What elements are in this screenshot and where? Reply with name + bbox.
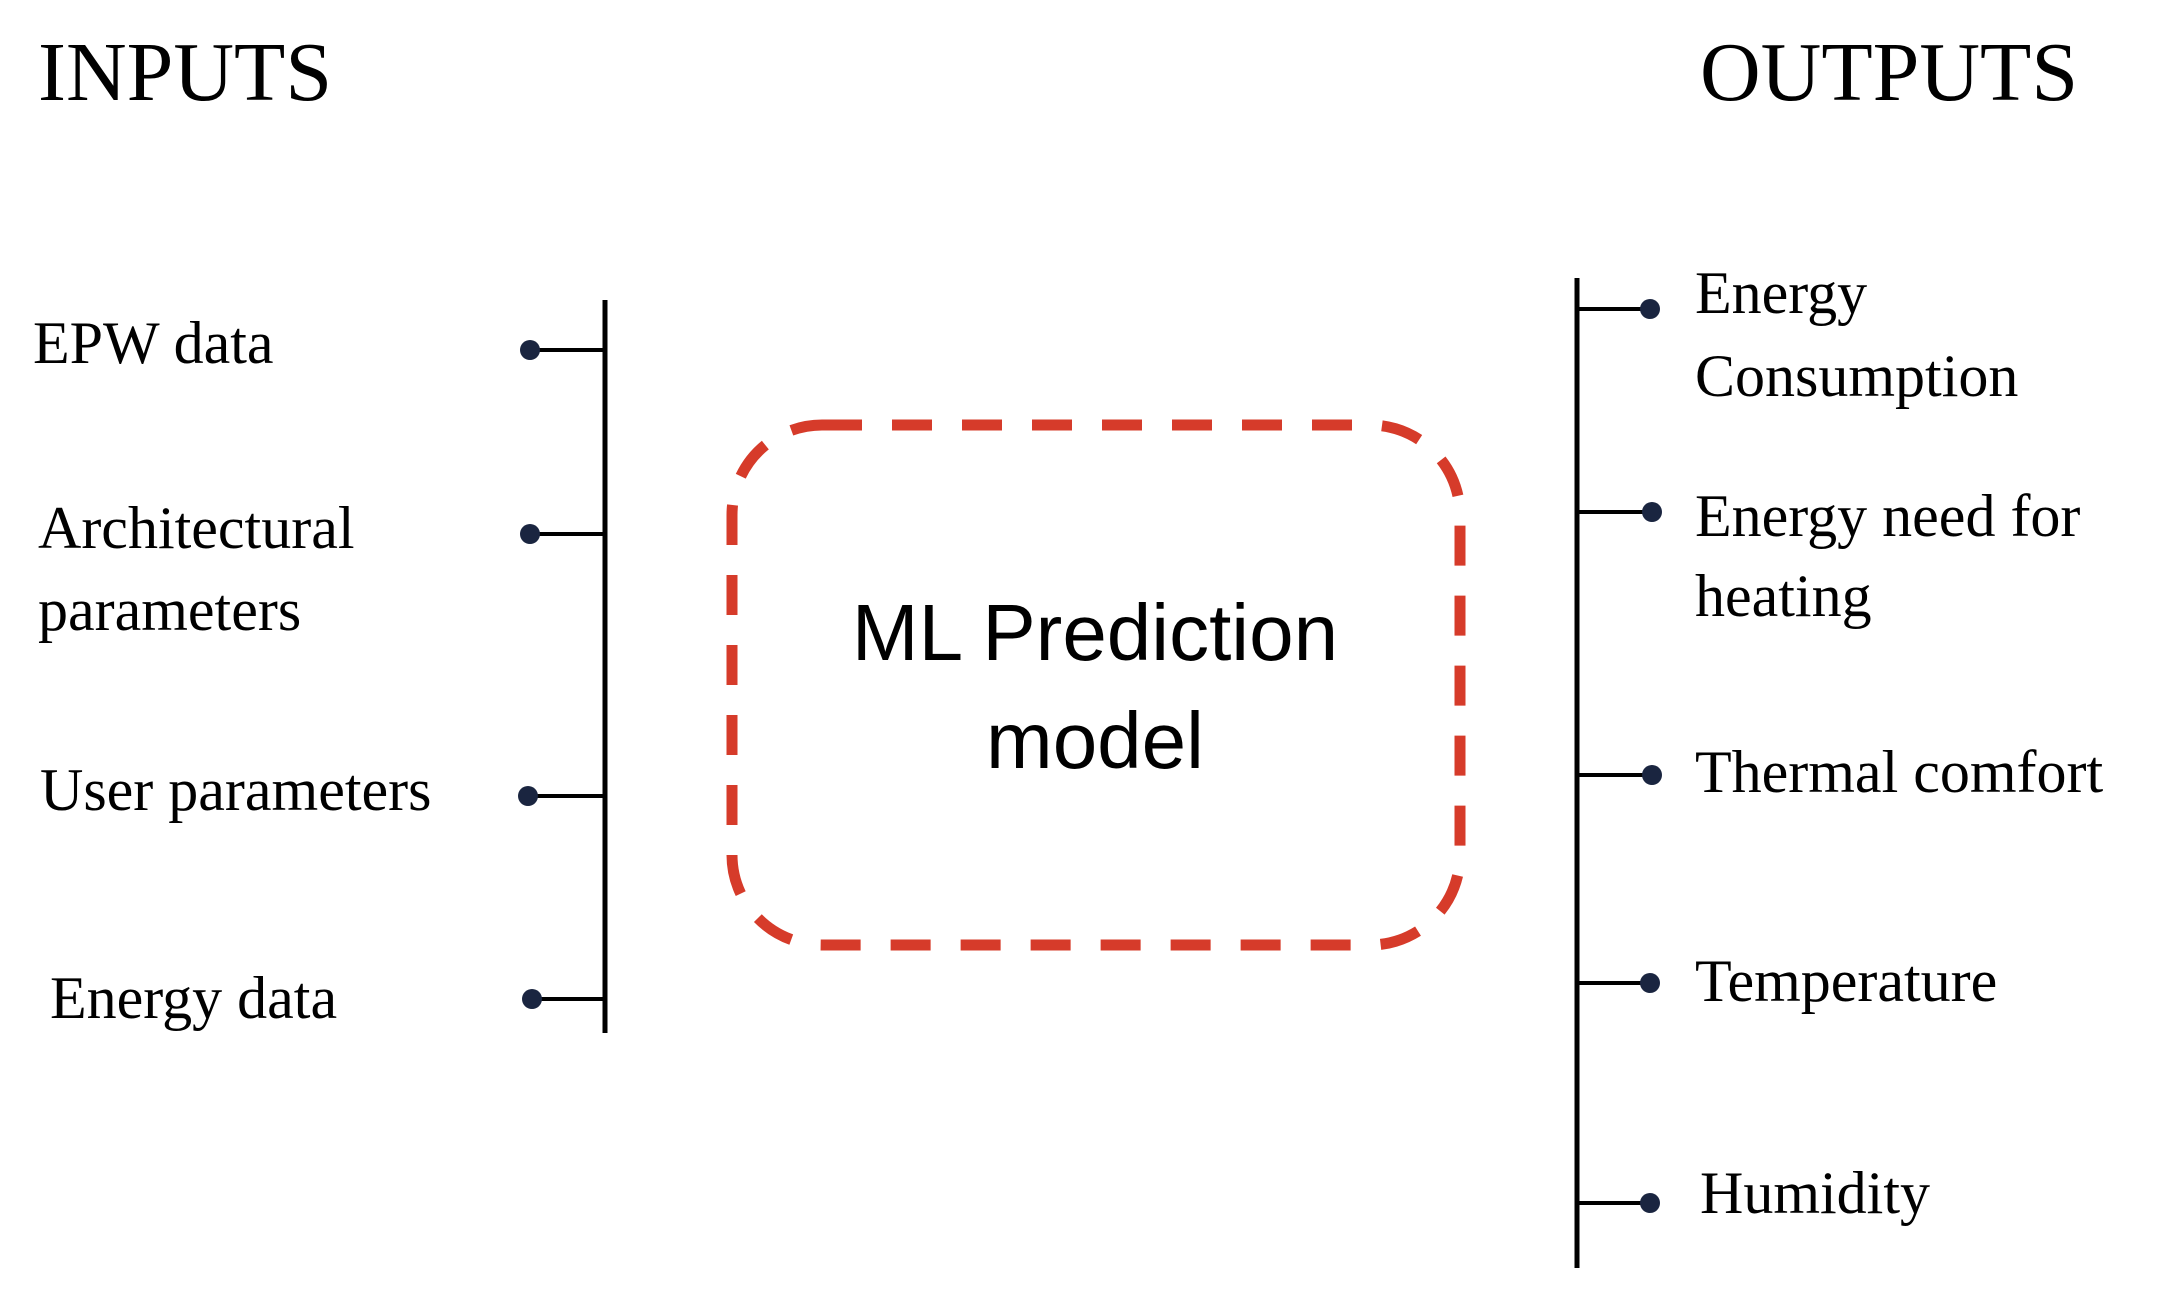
ml-model-box: ML Prediction model xyxy=(726,419,1466,951)
outputs-heading: OUTPUTS xyxy=(1700,26,2078,119)
input-item-user: User parameters xyxy=(40,757,605,823)
output-label: heating xyxy=(1695,563,1872,629)
node-dot xyxy=(1640,973,1660,993)
output-item-thermal-comfort: Thermal comfort xyxy=(1577,739,2103,805)
model-dashed-border xyxy=(726,419,1466,951)
input-label: User parameters xyxy=(40,757,431,823)
node-dot xyxy=(518,786,538,806)
output-item-humidity: Humidity xyxy=(1577,1160,1930,1226)
input-item-energy: Energy data xyxy=(50,965,605,1031)
output-label: Consumption xyxy=(1695,343,2018,409)
inputs-heading: INPUTS xyxy=(38,26,332,119)
input-label: parameters xyxy=(38,577,301,643)
node-dot xyxy=(520,340,540,360)
output-label: Thermal comfort xyxy=(1695,739,2103,805)
output-label: Energy need for xyxy=(1695,483,2080,549)
model-label-line-1: ML Prediction xyxy=(852,588,1338,677)
node-dot xyxy=(1642,502,1662,522)
input-label: Architectural xyxy=(38,495,355,561)
input-item-architectural: Architectural parameters xyxy=(38,495,605,643)
node-dot xyxy=(520,524,540,544)
node-dot xyxy=(1640,1193,1660,1213)
node-dot xyxy=(1640,299,1660,319)
node-dot xyxy=(1642,765,1662,785)
input-label: Energy data xyxy=(50,965,337,1031)
node-dot xyxy=(522,989,542,1009)
output-label: Energy xyxy=(1695,260,1867,326)
output-label: Humidity xyxy=(1700,1160,1930,1226)
model-label-line-2: model xyxy=(986,696,1204,785)
input-item-epw: EPW data xyxy=(33,310,605,376)
output-item-temperature: Temperature xyxy=(1577,948,1997,1014)
input-label: EPW data xyxy=(33,310,274,376)
output-item-energy-heating: Energy need for heating xyxy=(1577,483,2080,629)
output-item-energy-consumption: Energy Consumption xyxy=(1577,260,2018,409)
output-label: Temperature xyxy=(1695,948,1997,1014)
